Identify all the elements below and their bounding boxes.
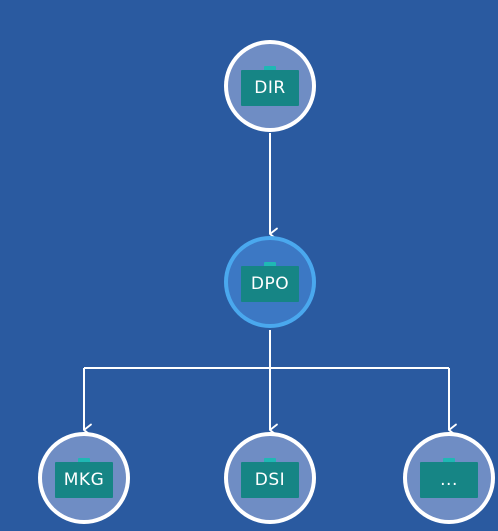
briefcase-icon xyxy=(241,66,299,106)
node-mkg[interactable]: MKG xyxy=(38,432,130,524)
node-label: MKG xyxy=(64,470,105,490)
briefcase-icon xyxy=(55,458,113,498)
node-label: DIR xyxy=(254,78,285,98)
node-more[interactable]: ... xyxy=(403,432,495,524)
briefcase-icon xyxy=(241,458,299,498)
node-label: ... xyxy=(440,470,458,490)
node-dsi[interactable]: DSI xyxy=(224,432,316,524)
briefcase-icon xyxy=(420,458,478,498)
node-dir[interactable]: DIR xyxy=(224,40,316,132)
node-dpo[interactable]: DPO xyxy=(224,236,316,328)
briefcase-icon xyxy=(241,262,299,302)
node-label: DSI xyxy=(255,470,285,490)
node-label: DPO xyxy=(251,274,289,294)
connectors xyxy=(83,133,457,437)
